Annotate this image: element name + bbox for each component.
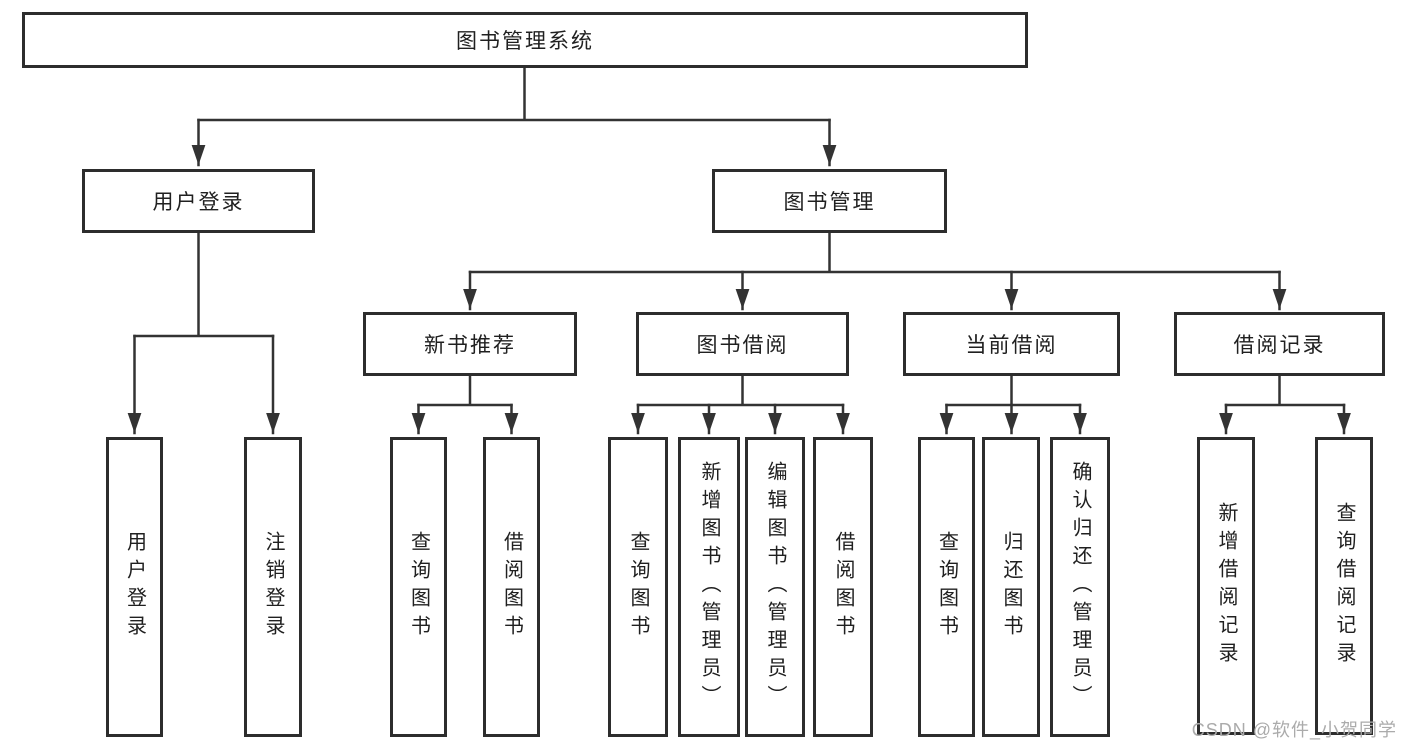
leaf-current-return-books-label: 归还图书 bbox=[1000, 531, 1022, 643]
leaf-current-confirm-return-admin: 确认归还（管理员） bbox=[1050, 437, 1110, 737]
leaf-recommend-query-books-label: 查询图书 bbox=[407, 531, 430, 643]
leaf-logout-label: 注销登录 bbox=[262, 531, 284, 643]
leaf-borrow-borrow-books: 借阅图书 bbox=[813, 437, 873, 737]
leaf-borrow-edit-books-admin-label: 编辑图书（管理员） bbox=[764, 461, 786, 713]
node-current-borrow: 当前借阅 bbox=[903, 312, 1120, 376]
leaf-logout: 注销登录 bbox=[244, 437, 302, 737]
leaf-current-return-books: 归还图书 bbox=[982, 437, 1040, 737]
node-current-borrow-label: 当前借阅 bbox=[965, 334, 1058, 357]
leaf-borrow-query-books: 查询图书 bbox=[608, 437, 668, 737]
leaf-user-login: 用户登录 bbox=[106, 437, 163, 737]
leaf-user-login-label: 用户登录 bbox=[123, 531, 146, 643]
leaf-recommend-query-books: 查询图书 bbox=[390, 437, 447, 737]
leaf-recommend-borrow-books: 借阅图书 bbox=[483, 437, 540, 737]
leaf-borrow-add-books-admin: 新增图书（管理员） bbox=[678, 437, 740, 737]
node-new-book-recommend-label: 新书推荐 bbox=[424, 334, 516, 357]
node-user-login: 用户登录 bbox=[82, 169, 315, 233]
leaf-records-query-record: 查询借阅记录 bbox=[1315, 437, 1373, 735]
leaf-records-query-record-label: 查询借阅记录 bbox=[1333, 502, 1355, 670]
csdn-watermark: CSDN @软件_小贺同学 bbox=[1191, 720, 1397, 740]
leaf-current-confirm-return-admin-label: 确认归还（管理员） bbox=[1069, 461, 1091, 713]
leaf-borrow-borrow-books-label: 借阅图书 bbox=[832, 531, 854, 643]
node-borrow-records: 借阅记录 bbox=[1174, 312, 1385, 376]
leaf-borrow-add-books-admin-label: 新增图书（管理员） bbox=[698, 461, 720, 713]
node-user-login-label: 用户登录 bbox=[152, 191, 245, 214]
leaf-recommend-borrow-books-label: 借阅图书 bbox=[500, 531, 523, 643]
leaf-borrow-query-books-label: 查询图书 bbox=[627, 531, 649, 643]
node-borrow-records-label: 借阅记录 bbox=[1233, 334, 1326, 357]
node-root-label: 图书管理系统 bbox=[456, 30, 594, 53]
node-book-management: 图书管理 bbox=[712, 169, 947, 233]
leaf-records-add-record-label: 新增借阅记录 bbox=[1215, 502, 1237, 670]
node-book-borrow: 图书借阅 bbox=[636, 312, 849, 376]
leaf-current-query-books-label: 查询图书 bbox=[935, 531, 958, 643]
node-root-system: 图书管理系统 bbox=[22, 12, 1028, 68]
node-new-book-recommend: 新书推荐 bbox=[363, 312, 577, 376]
node-book-management-label: 图书管理 bbox=[783, 191, 876, 214]
leaf-current-query-books: 查询图书 bbox=[918, 437, 975, 737]
leaf-borrow-edit-books-admin: 编辑图书（管理员） bbox=[745, 437, 805, 737]
node-book-borrow-label: 图书借阅 bbox=[696, 334, 789, 357]
leaf-records-add-record: 新增借阅记录 bbox=[1197, 437, 1255, 735]
